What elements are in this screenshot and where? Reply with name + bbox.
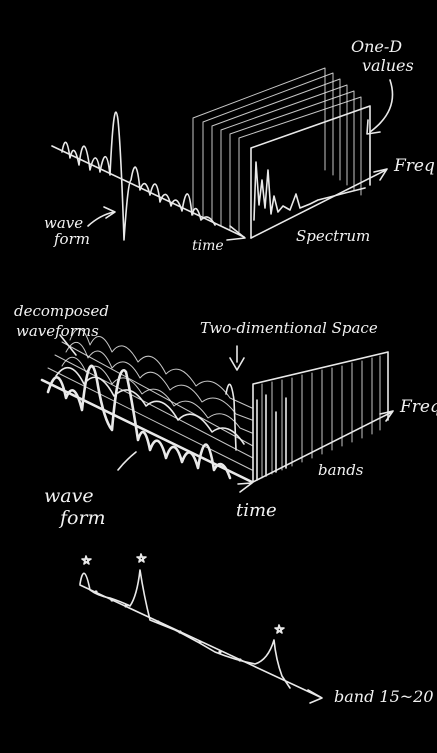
label-wave-mid: wave — [44, 485, 94, 507]
bottom-baseline-arrowhead — [307, 689, 323, 704]
down-arrow — [229, 345, 245, 371]
freq-axis-mid-arrowhead — [379, 410, 394, 422]
label-wave-top: wave — [44, 214, 83, 232]
label-bands: bands — [318, 461, 364, 479]
star-icon — [274, 624, 285, 634]
spectrum-curve-top — [253, 161, 366, 221]
time-axis-mid — [40, 378, 254, 484]
time-axis-mid-arrowhead — [237, 482, 253, 493]
bottom-curve — [79, 569, 291, 689]
bottom-section: band 15~20 — [79, 553, 434, 706]
one-d-pointer-arrow — [369, 79, 394, 133]
waveform-top — [61, 111, 216, 241]
star-icon — [81, 555, 92, 565]
label-one-d: One-D — [351, 37, 402, 56]
one-d-pointer-arrowhead — [366, 119, 381, 135]
freq-axis-top — [250, 169, 387, 239]
mid-spike — [225, 383, 237, 451]
decomposed-waveforms — [55, 328, 253, 445]
star-icon — [136, 553, 147, 563]
freq-axis-top-arrowhead — [373, 168, 388, 181]
space-bars — [256, 355, 381, 481]
label-decomposed: decomposed — [14, 302, 109, 320]
waveform-mid — [46, 364, 232, 480]
decomposed-pointer — [59, 334, 77, 356]
freq-axis-mid — [252, 411, 393, 483]
label-freq-mid: Freq — [399, 397, 437, 417]
wave-pointer-arrow-top — [87, 211, 115, 227]
wave-pointer-mid — [117, 451, 137, 471]
spectrum-frames — [192, 67, 371, 239]
label-form-top: form — [53, 230, 90, 248]
label-time-mid: time — [236, 500, 277, 521]
bottom-dots — [94, 590, 242, 662]
label-waveforms: waveforms — [16, 322, 99, 340]
front-spectrum-frame — [250, 105, 371, 239]
label-freq-top: Freq — [393, 156, 435, 176]
label-two-d-space: Two-dimentional Space — [200, 319, 378, 337]
label-spectrum: Spectrum — [296, 227, 370, 245]
top-section: One-D values Freq wave form time Spectru… — [44, 37, 435, 254]
label-form-mid: form — [58, 507, 106, 529]
space-frame — [252, 351, 389, 483]
label-band-range: band 15~20 — [334, 687, 434, 706]
label-time-top: time — [192, 238, 224, 254]
time-axis-top-arrowhead — [226, 225, 246, 241]
wave-pointer-arrowhead-top — [103, 206, 116, 219]
middle-section: decomposed waveforms Two-dimentional Spa… — [14, 302, 437, 529]
label-values: values — [362, 56, 414, 75]
